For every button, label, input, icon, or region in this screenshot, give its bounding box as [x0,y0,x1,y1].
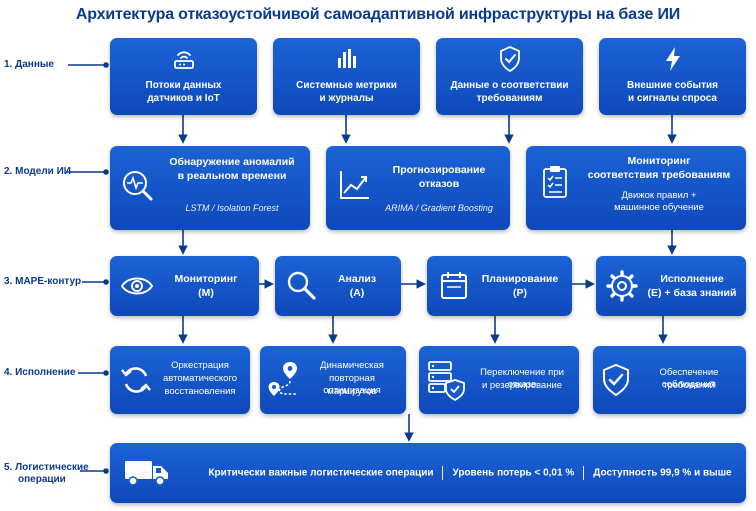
row-label-mape: 3. MAPE-контур [4,276,82,287]
data-box-sensors-line1: Потоки данных [145,80,222,91]
data-box-events-line2: и сигналы спроса [627,93,717,104]
model-box-compliance-monitoring-line1: Мониторинг [627,155,691,167]
lightning-icon [666,47,680,71]
logistics-item-loss-rate: Уровень потерь < 0,01 % [452,467,575,479]
data-box-metrics-line2: и журналы [319,93,374,104]
mape-box-analyze: Анализ (A) [275,256,401,316]
logistics-item-operations: Критически важные логистические операции [208,467,434,479]
mape-box-analyze-line1: Анализ [337,273,377,285]
mape-box-execute-line1: Исполнение [660,273,724,285]
magnifier-icon [287,271,316,300]
data-box-sensors-line2: датчиков и IoT [147,93,220,104]
model-box-forecast-sub: ARIMA / Gradient Boosting [385,203,493,213]
mape-box-monitor-line1: Мониторинг [174,273,238,285]
data-box-metrics-line1: Системные метрики [296,80,397,91]
model-box-anomaly-line2: в реальном времени [177,170,287,182]
data-box-compliance: Данные о соответствии требованиям [436,38,583,115]
exec-box-recovery-line1: Оркестрация [171,360,229,371]
data-box-events-line1: Внешние события [627,80,718,91]
truck-icon [125,461,168,486]
monitor-pulse-icon [123,171,153,201]
row-label-data: 1. Данные [4,59,54,70]
gear-icon [606,270,638,302]
mape-box-monitor: Мониторинг (M) [110,256,259,316]
exec-box-recovery: Оркестрация автоматического восстановлен… [110,346,250,414]
model-box-compliance-monitoring: Мониторинг соответствия требованиям Движ… [526,146,746,230]
model-box-forecast: Прогнозирование отказов ARIMA / Gradient… [326,146,510,230]
mape-box-analyze-line2: (A) [349,287,365,299]
exec-box-compliance-assurance-line1: Обеспечение соблюдения [659,367,719,390]
separator [583,466,585,480]
refresh-icon [121,367,151,393]
logistics-item-availability: Доступность 99,9 % и выше [593,467,732,479]
logistics-metrics: Критически важные логистические операции… [200,466,740,480]
mape-box-execute: Исполнение (E) + база знаний [596,256,746,316]
clipboard-checklist-icon [543,166,567,198]
exec-box-routing-line2: повторная оптимизация [323,373,381,396]
data-box-metrics: Системные метрики и журналы [273,38,420,115]
shield-check-icon [603,363,629,397]
exec-box-routing: Динамическая повторная оптимизация маршр… [260,346,406,414]
row-label-logistics-line2: операции [18,474,66,485]
model-box-compliance-monitoring-sub1: Движок правил + [621,190,697,201]
model-box-compliance-monitoring-line2: соответствия требованиям [587,169,731,181]
model-box-forecast-line2: отказов [418,178,460,190]
row-label-execution: 4. Исполнение [4,367,76,378]
data-box-compliance-line1: Данные о соответствии [450,80,569,91]
model-box-anomaly-line1: Обнаружение аномалий [169,156,295,168]
page-title: Архитектура отказоустойчивой самоадаптив… [75,6,681,23]
row-label-logistics: 5. Логистические операции [4,462,89,486]
shield-check-icon [500,46,520,73]
bar-chart-icon [338,49,356,68]
route-pins-icon [268,362,297,396]
exec-box-compliance-assurance: Обеспечение соблюдения требований [593,346,746,414]
exec-box-recovery-line2: автоматического [163,373,237,384]
mape-box-execute-line2: (E) + база знаний [647,287,737,299]
exec-box-recovery-line3: восстановления [164,386,236,397]
exec-box-compliance-assurance-line2: требований [663,380,715,391]
mape-box-plan: Планирование (P) [427,256,572,316]
data-box-events: Внешние события и сигналы спроса [599,38,746,115]
exec-box-routing-line3: маршрутов [327,386,377,397]
logistics-bar: Критически важные логистические операции… [110,443,746,503]
calendar-icon [441,272,467,299]
exec-box-failover-line1: Переключение при отказе [480,367,564,390]
exec-box-failover: Переключение при отказе и резервирование [419,346,579,414]
model-box-compliance-monitoring-sub2: машинное обучение [614,202,704,213]
row-label-logistics-line1: 5. Логистические [4,462,89,473]
exec-box-routing-line1: Динамическая [320,360,384,371]
model-box-anomaly: Обнаружение аномалий в реальном времени … [110,146,310,230]
mape-box-plan-line1: Планирование [481,273,559,285]
mape-box-plan-line2: (P) [513,287,527,299]
router-icon [174,51,194,69]
separator [442,466,444,480]
eye-icon [120,277,154,295]
data-box-sensors: Потоки данных датчиков и IoT [110,38,257,115]
row-label-models: 2. Модели ИИ [4,166,71,177]
mape-box-monitor-line2: (M) [198,287,214,299]
server-shield-icon [428,361,465,402]
trend-chart-icon [340,171,369,199]
model-box-anomaly-sub: LSTM / Isolation Forest [185,203,279,213]
data-box-compliance-line2: требованиям [476,93,543,104]
exec-box-failover-line2: и резервирование [481,380,563,391]
model-box-forecast-line1: Прогнозирование [392,164,486,176]
